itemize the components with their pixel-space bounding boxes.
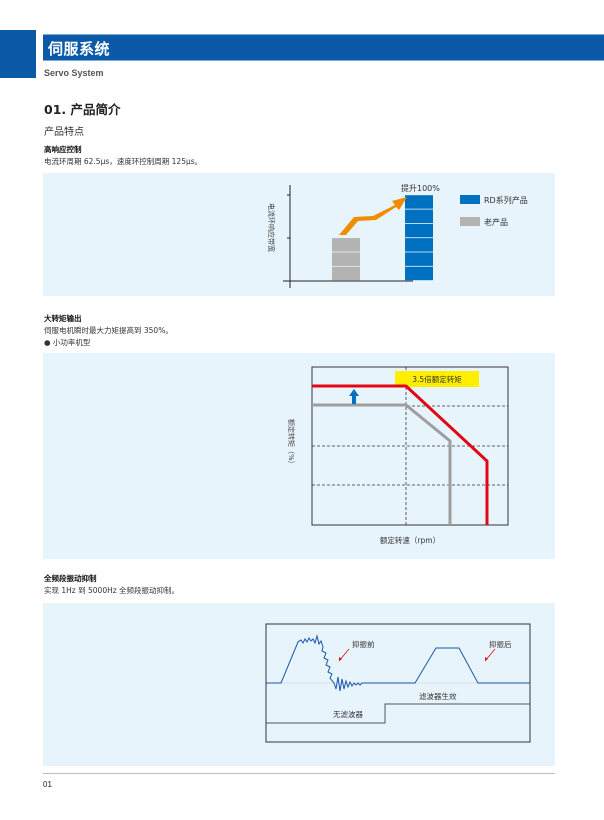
feature-desc-high-torque: 伺服电机瞬时最大力矩提高到 350%。 <box>44 326 173 335</box>
waveform-before <box>266 634 383 692</box>
label-after: 抑振后 <box>489 639 512 649</box>
feature-title-high-torque: 大转矩输出 <box>44 314 82 323</box>
improvement-arrow-icon <box>339 197 407 235</box>
legend-label-old: 老产品 <box>484 217 508 227</box>
bar-old-product <box>332 238 360 281</box>
feature-title-vibration: 全频段振动抑制 <box>44 574 97 583</box>
page-header-subtitle: Servo System <box>44 68 104 78</box>
torque-speed-chart: 3.5倍额定转矩 额定转矩（%） 额定转速（rpm） <box>287 366 509 545</box>
page-number: 01 <box>43 780 52 789</box>
header-title-bar: 伺服系统 <box>43 34 604 61</box>
legend-swatch-rd <box>460 195 480 204</box>
chart-panel-torque: 3.5倍额定转矩 额定转矩（%） 额定转速（rpm） <box>43 353 555 559</box>
filter-step-line <box>266 703 530 724</box>
label-filter-on: 滤波器生效 <box>419 691 457 701</box>
feature-desc-high-response: 电流环周期 62.5μs，速度环控制周期 125μs。 <box>44 157 203 166</box>
chart-panel-vibration: 抑振前 抑振后 滤波器生效 无滤波器 <box>43 603 555 766</box>
torque-y-label: 额定转矩（%） <box>287 419 296 468</box>
curve-rd-series <box>312 384 489 525</box>
torque-annotation: 3.5倍额定转矩 <box>412 374 462 384</box>
annotation-box <box>395 371 479 387</box>
arrow-after-icon <box>485 657 488 661</box>
legend-swatch-old <box>460 217 480 226</box>
header-left-block <box>0 30 36 78</box>
bandwidth-y-label: 电流环响应带宽 <box>267 203 276 252</box>
curve-old-product <box>312 403 452 525</box>
torque-x-label: 额定转速（rpm） <box>380 535 440 545</box>
legend-label-rd: RD系列产品 <box>484 195 528 205</box>
bandwidth-bar-chart: 电流环响应带宽 提升100% RD系列产品 老产品 <box>267 183 528 288</box>
label-no-filter: 无滤波器 <box>333 709 363 719</box>
section-subtitle: 产品特点 <box>44 127 84 138</box>
section-title: 01. 产品简介 <box>44 102 121 117</box>
vibration-chart: 抑振前 抑振后 滤波器生效 无滤波器 <box>265 623 531 743</box>
chart-panel-bandwidth: 电流环响应带宽 提升100% RD系列产品 老产品 <box>43 173 555 296</box>
feature-desc-vibration: 实现 1Hz 到 5000Hz 全频段振动抑制。 <box>44 586 180 595</box>
bar-rd-series <box>405 195 433 281</box>
feature-title-high-response: 高响应控制 <box>44 145 82 154</box>
footer-divider <box>43 773 555 774</box>
feature-bullet-small-power: ● 小功率机型 <box>44 338 91 347</box>
label-before: 抑振前 <box>352 639 375 649</box>
page-header-title: 伺服系统 <box>48 40 111 58</box>
improvement-annotation: 提升100% <box>401 183 440 193</box>
increase-arrow-icon <box>349 389 359 404</box>
waveform-after <box>383 647 530 684</box>
arrow-before-icon <box>339 657 342 661</box>
